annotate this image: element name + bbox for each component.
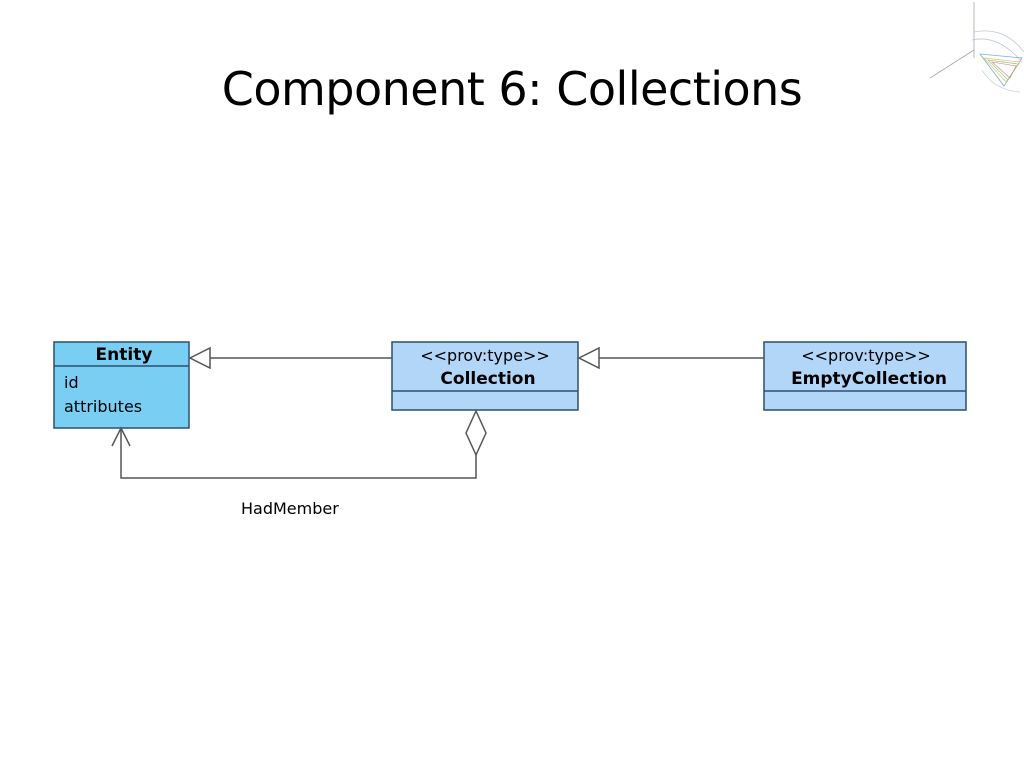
entity-class-name: Entity [96, 345, 153, 365]
hadmember-label: HadMember [241, 499, 339, 518]
collection-class: <<prov:type>> Collection [391, 341, 579, 411]
hadmember-aggregation [111, 409, 487, 479]
generalization-emptycollection-to-collection [577, 346, 764, 370]
prov-logo-icon [929, 2, 1024, 93]
empty-collection-class: <<prov:type>> EmptyCollection [763, 341, 967, 411]
slide-title: Component 6: Collections [221, 62, 803, 116]
collection-stereotype: <<prov:type>> [420, 346, 550, 365]
entity-attribute-id: id [64, 373, 79, 392]
empty-collection-class-name: EmptyCollection [791, 369, 947, 389]
collection-class-name: Collection [440, 369, 535, 389]
entity-class: Entity id attributes [53, 341, 190, 429]
empty-collection-stereotype: <<prov:type>> [801, 346, 931, 365]
entity-attribute-attributes: attributes [64, 397, 142, 416]
generalization-collection-to-entity [188, 346, 392, 370]
